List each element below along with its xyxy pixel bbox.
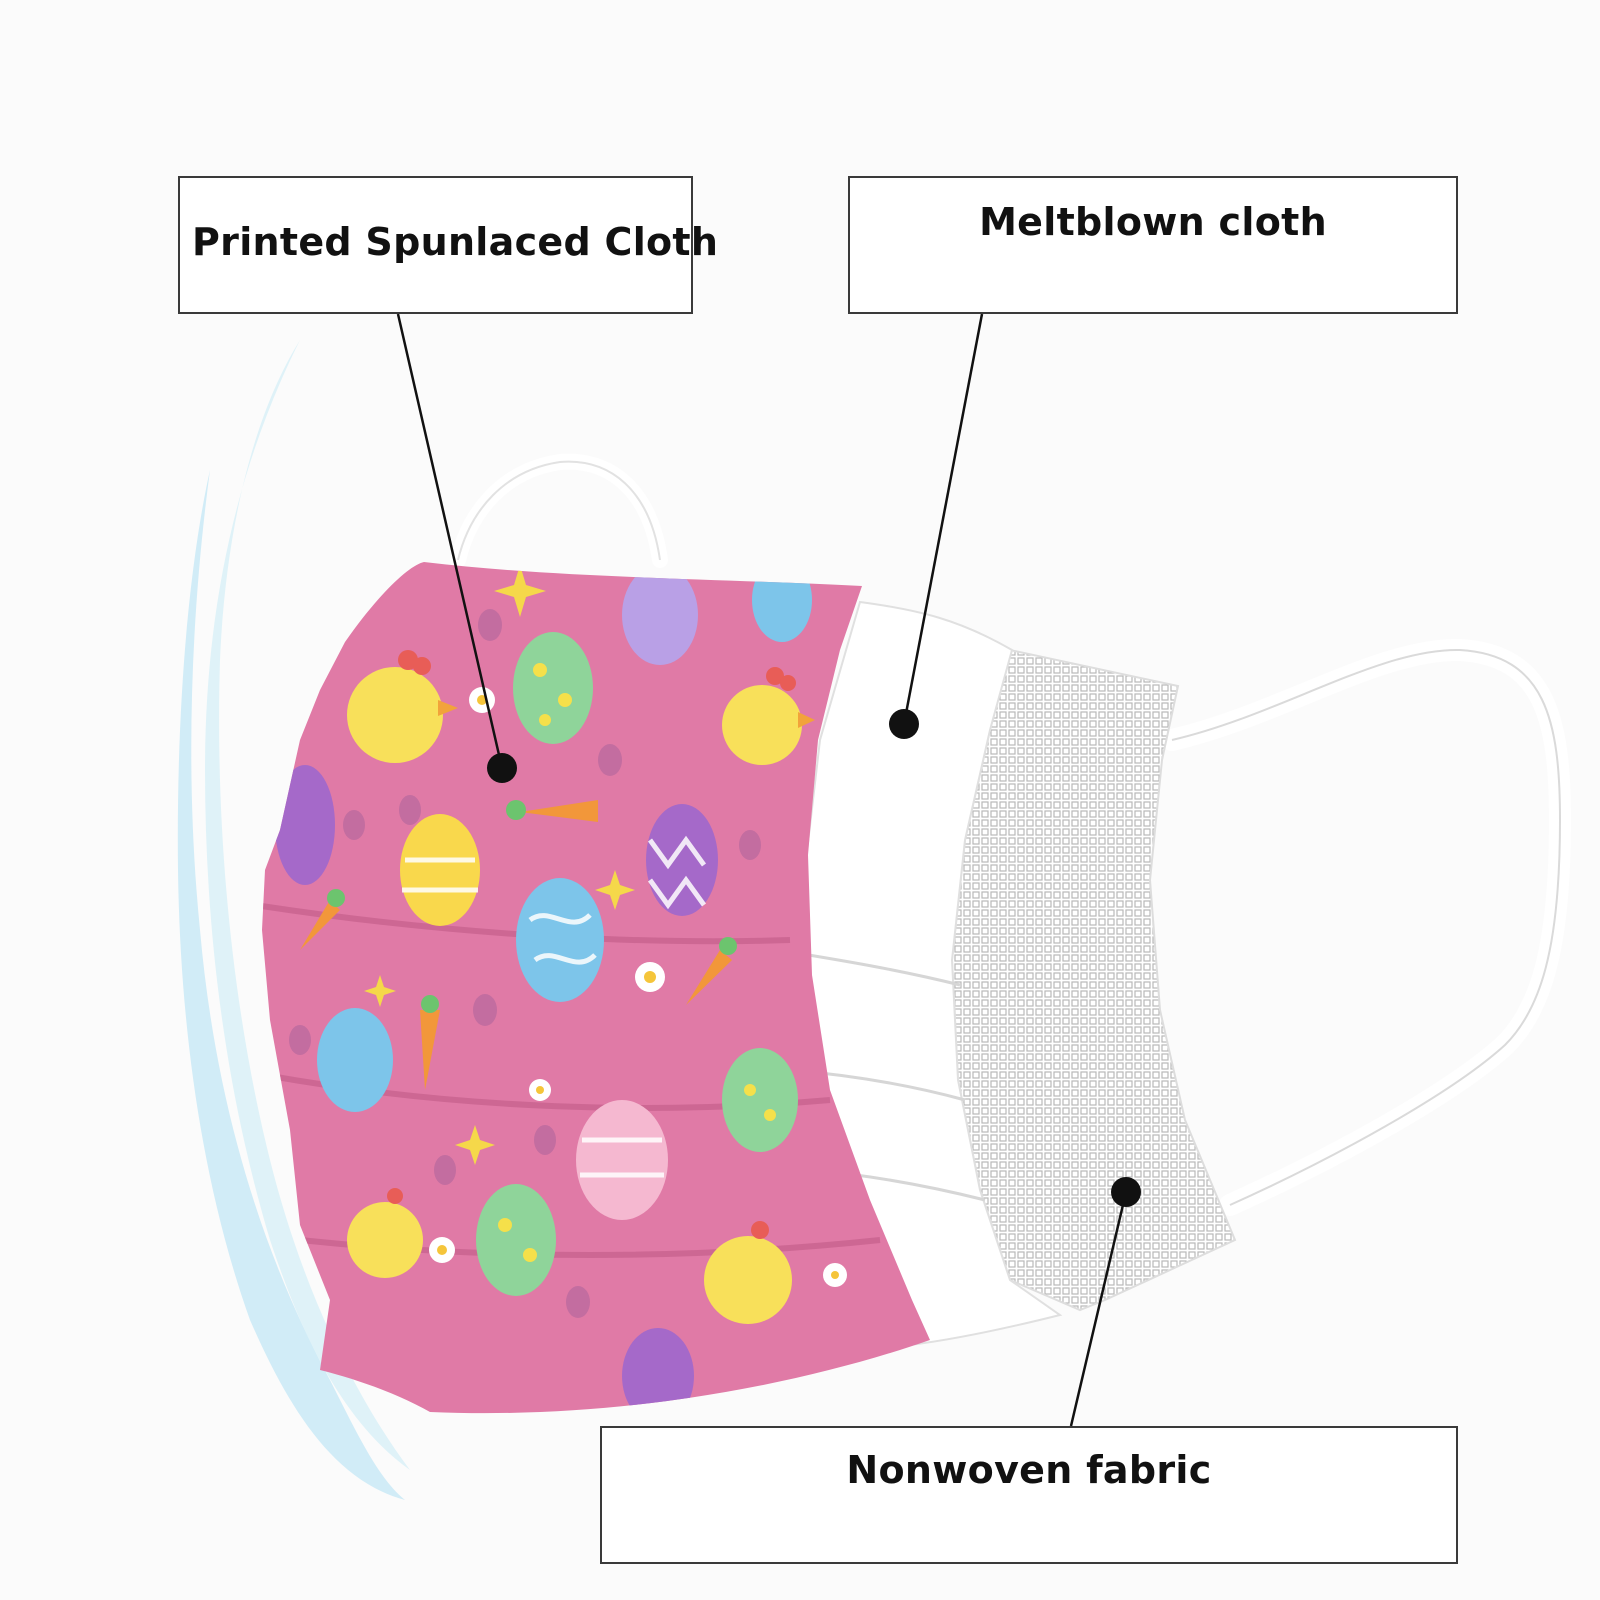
callout-nonwoven-label: Nonwoven fabric [846,1448,1212,1492]
callout-nonwoven: Nonwoven fabric [600,1426,1458,1564]
callout-meltblown-label: Meltblown cloth [979,200,1327,244]
face-glow [177,470,405,1500]
callout-printed-spunlaced-label: Printed Spunlaced Cloth [192,220,719,264]
marker-dot-nonwoven [1111,1177,1141,1207]
face-glow-inner [205,340,410,1470]
ear-loop-right [1161,638,1572,1216]
marker-dot-printed [487,753,517,783]
callout-printed-spunlaced: Printed Spunlaced Cloth [178,176,718,314]
leader-line-nonwoven [1069,1191,1128,1427]
marker-dot-meltblown [889,709,919,739]
leader-line-meltblown [902,313,984,725]
ear-loop-left [450,453,668,568]
nonwoven-layer [950,648,1237,1312]
callout-meltblown: Meltblown cloth [848,176,1458,314]
leader-line-printed [396,313,504,769]
printed-spunlaced-layer [262,562,930,1414]
